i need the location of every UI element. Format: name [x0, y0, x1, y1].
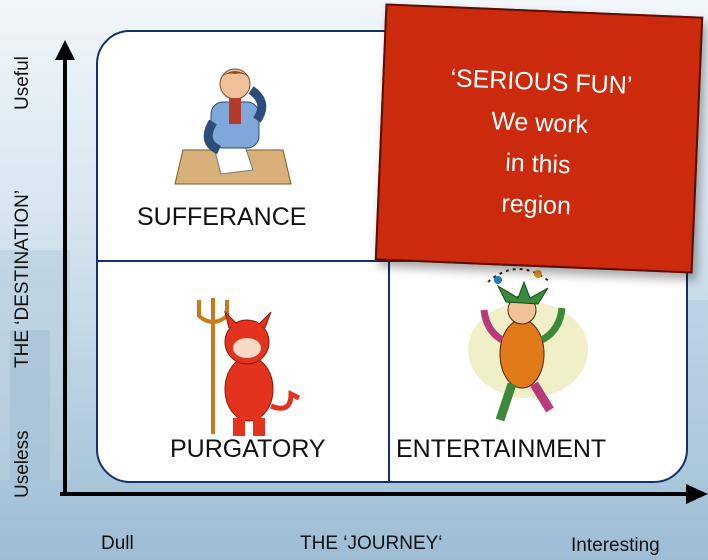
grid-horizontal-divider — [98, 260, 686, 262]
jester-juggler-clipart-icon — [468, 268, 588, 422]
serious-fun-callout: ‘SERIOUS FUN’ We work in this region — [374, 3, 704, 274]
quadrant-label-bottom-right: ENTERTAINMENT — [396, 435, 607, 463]
y-axis-low-label: Useless — [12, 430, 33, 498]
y-axis-arrow — [55, 40, 75, 495]
devil-clipart-icon — [197, 298, 301, 436]
y-axis-high-label: Useful — [12, 56, 33, 110]
quadrant-label-bottom-left: PURGATORY — [170, 435, 326, 463]
x-axis-low-label: Dull — [101, 533, 134, 554]
x-axis-high-label: Interesting — [571, 535, 660, 556]
quadrant-label-top-left: SUFFERANCE — [137, 203, 307, 231]
x-axis-title: THE ‘JOURNEY‘ — [300, 533, 443, 554]
y-axis-title: THE ‘DESTINATION’ — [12, 189, 33, 368]
bored-man-clipart-icon — [174, 68, 292, 185]
x-axis-arrow — [60, 484, 708, 504]
